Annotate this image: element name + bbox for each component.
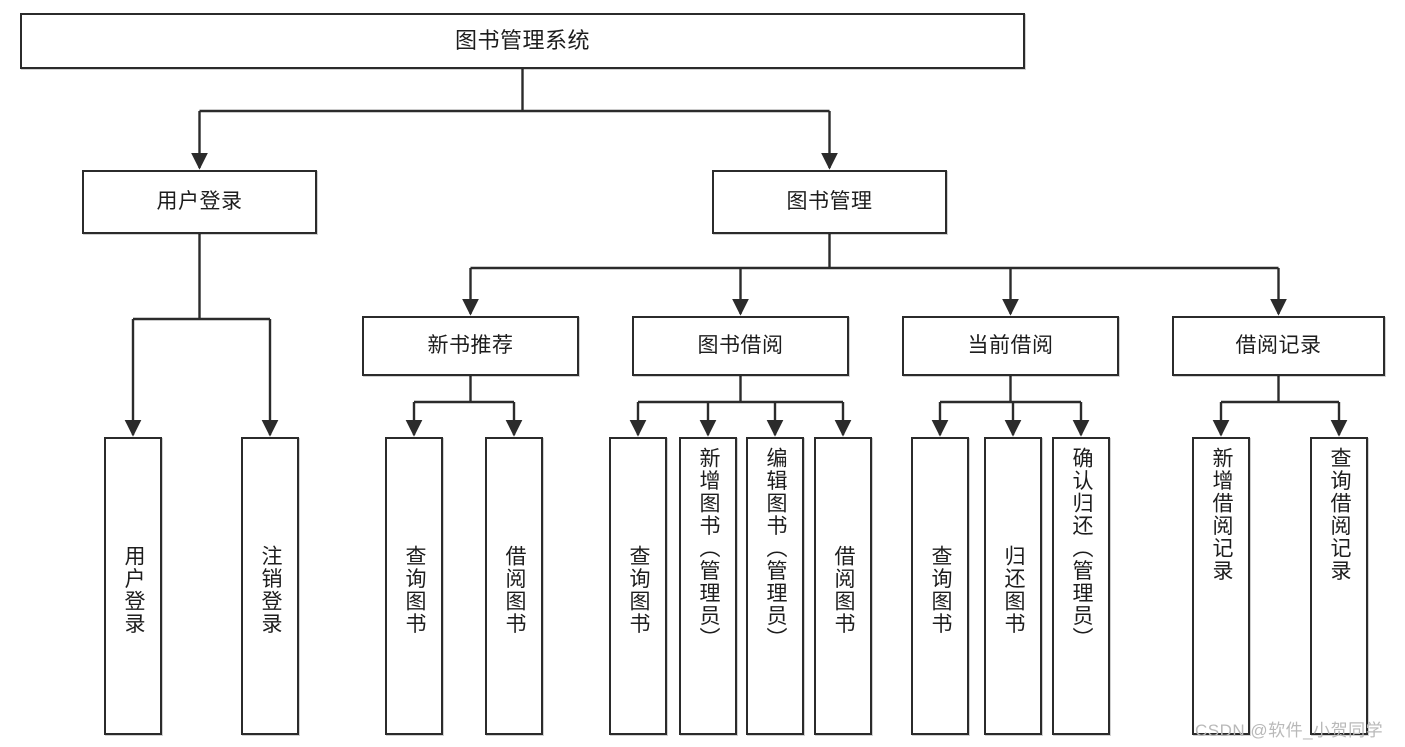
node-leaf-borrow-book-2[interactable]: 借阅图书 <box>814 437 872 735</box>
node-label: 查询图书 <box>627 545 651 635</box>
node-label: 图书管理系统 <box>454 28 590 54</box>
node-book-borrow[interactable]: 图书借阅 <box>632 316 849 376</box>
node-label: 新增借阅记录 <box>1210 447 1234 582</box>
node-leaf-add-record[interactable]: 新增借阅记录 <box>1192 437 1250 735</box>
node-user-login[interactable]: 用户登录 <box>82 170 317 234</box>
node-borrow-record[interactable]: 借阅记录 <box>1172 316 1385 376</box>
node-label: 确认归还（管理员） <box>1070 447 1094 650</box>
node-label: 当前借阅 <box>967 333 1054 357</box>
node-label: 新增图书（管理员） <box>697 447 721 650</box>
node-label: 用户登录 <box>122 545 146 635</box>
node-book-manage[interactable]: 图书管理 <box>712 170 947 234</box>
node-label: 查询借阅记录 <box>1328 447 1352 582</box>
node-label: 注销登录 <box>259 545 283 635</box>
node-leaf-query-record[interactable]: 查询借阅记录 <box>1310 437 1368 735</box>
node-label: 借阅图书 <box>503 545 527 635</box>
node-root[interactable]: 图书管理系统 <box>20 13 1025 69</box>
node-leaf-query-book-2[interactable]: 查询图书 <box>609 437 667 735</box>
node-label: 图书管理 <box>786 189 873 213</box>
node-leaf-user-login[interactable]: 用户登录 <box>104 437 162 735</box>
node-label: 图书借阅 <box>697 333 784 357</box>
node-label: 借阅图书 <box>832 545 856 635</box>
node-label: 用户登录 <box>156 189 243 213</box>
node-new-book-rec[interactable]: 新书推荐 <box>362 316 579 376</box>
node-leaf-return-book[interactable]: 归还图书 <box>984 437 1042 735</box>
node-leaf-confirm-return[interactable]: 确认归还（管理员） <box>1052 437 1110 735</box>
csdn-watermark: CSDN @软件_小贺同学 <box>1195 721 1384 740</box>
node-label: 借阅记录 <box>1235 333 1322 357</box>
node-label: 新书推荐 <box>427 333 514 357</box>
node-leaf-edit-book[interactable]: 编辑图书（管理员） <box>746 437 804 735</box>
node-leaf-query-book-3[interactable]: 查询图书 <box>911 437 969 735</box>
node-leaf-add-book[interactable]: 新增图书（管理员） <box>679 437 737 735</box>
node-leaf-query-book-1[interactable]: 查询图书 <box>385 437 443 735</box>
node-label: 查询图书 <box>403 545 427 635</box>
node-leaf-logout[interactable]: 注销登录 <box>241 437 299 735</box>
node-label: 归还图书 <box>1002 545 1026 635</box>
node-leaf-borrow-book-1[interactable]: 借阅图书 <box>485 437 543 735</box>
node-label: 编辑图书（管理员） <box>764 447 788 650</box>
node-current-borrow[interactable]: 当前借阅 <box>902 316 1119 376</box>
node-label: 查询图书 <box>929 545 953 635</box>
